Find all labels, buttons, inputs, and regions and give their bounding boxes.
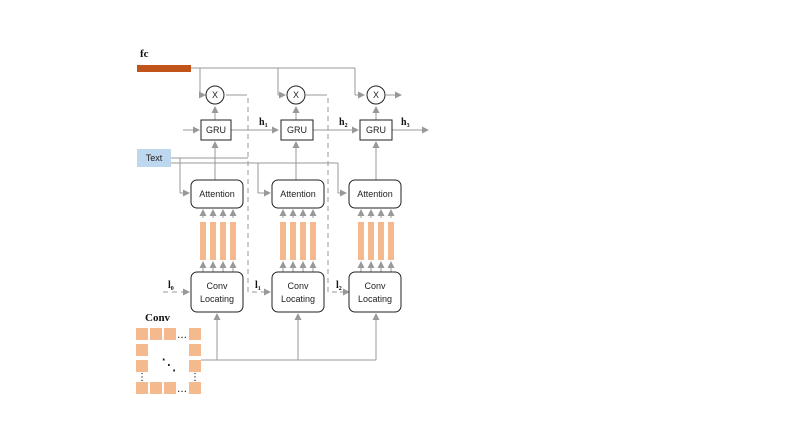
text-input-box xyxy=(137,149,171,167)
location-l1: l1 xyxy=(255,280,261,292)
step-column-3: X GRU Attention Conv Locating xyxy=(348,85,402,313)
gru-label-1: GRU xyxy=(206,125,226,135)
multiply-node-1 xyxy=(205,85,225,105)
conv-map-vdots-left: ⋮ xyxy=(137,372,147,383)
hidden-state-h3: h3 xyxy=(401,117,410,129)
feature-vectors-3 xyxy=(358,222,394,260)
hidden-state-h2: h2 xyxy=(339,117,348,129)
multiply-node-2 xyxy=(286,85,306,105)
conv-map-ddots: ⋱ xyxy=(161,355,177,374)
conv-label: Conv xyxy=(145,312,171,324)
multiply-node-3 xyxy=(366,85,386,105)
conv-locating-block-3 xyxy=(348,271,402,313)
conv-locating-label-1a: Conv xyxy=(206,281,228,291)
text-connections xyxy=(171,157,347,197)
conv-map-ellipsis-top: … xyxy=(177,330,187,341)
gru-label-2: GRU xyxy=(287,125,307,135)
multiply-symbol-1: X xyxy=(212,90,218,100)
conv-locating-label-3a: Conv xyxy=(364,281,386,291)
conv-connections xyxy=(201,313,380,361)
step-column-1: X GRU Attention Conv Locating xyxy=(190,85,244,313)
step-column-2: X GRU Attention Conv Locating xyxy=(271,85,325,313)
feature-arrows-2 xyxy=(279,209,317,272)
attention-label-2: Attention xyxy=(280,189,316,199)
location-l0: l0 xyxy=(168,280,174,292)
conv-feature-map xyxy=(136,328,201,394)
text-input-label: Text xyxy=(146,153,163,163)
feature-arrows-3 xyxy=(357,209,395,272)
fc-label: fc xyxy=(140,48,149,60)
attention-label-3: Attention xyxy=(357,189,393,199)
conv-locating-label-2b: Locating xyxy=(281,294,315,304)
attention-block-3 xyxy=(348,179,402,209)
gru-cell-3 xyxy=(359,119,393,141)
conv-map-ellipsis-bottom: … xyxy=(177,384,187,395)
multiply-symbol-2: X xyxy=(293,90,299,100)
fc-feature-bar xyxy=(137,65,191,72)
conv-locating-label-1b: Locating xyxy=(200,294,234,304)
multiply-symbol-3: X xyxy=(373,90,379,100)
conv-locating-label-2a: Conv xyxy=(287,281,309,291)
gru-label-3: GRU xyxy=(366,125,386,135)
dashed-feedback xyxy=(163,94,340,293)
conv-map-vdots-right: ⋮ xyxy=(190,372,200,383)
fc-connections xyxy=(191,67,365,99)
gru-cell-1 xyxy=(200,119,232,141)
feature-vectors-1 xyxy=(200,222,236,260)
attention-block-1 xyxy=(190,179,244,209)
attention-label-1: Attention xyxy=(199,189,235,199)
location-l2: l2 xyxy=(336,280,342,292)
conv-locating-block-1 xyxy=(190,271,244,313)
hidden-state-h1: h1 xyxy=(259,117,268,129)
conv-locating-block-2 xyxy=(271,271,325,313)
gru-cell-2 xyxy=(280,119,314,141)
feature-arrows-1 xyxy=(199,209,237,272)
conv-locating-label-3b: Locating xyxy=(358,294,392,304)
attention-block-2 xyxy=(271,179,325,209)
feature-vectors-2 xyxy=(280,222,316,260)
